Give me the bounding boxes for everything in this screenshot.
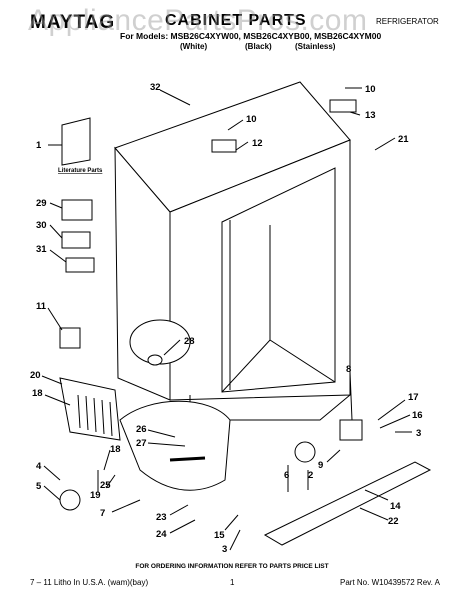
module [65, 257, 95, 273]
control-board [61, 231, 91, 249]
callout-12: 20 [30, 370, 41, 381]
callout-26: 7 [100, 508, 105, 519]
model-list: For Models: MSB26C4XYW00, MSB26C4XYB00, … [120, 31, 382, 41]
callout-4: 12 [252, 138, 263, 149]
callout-15: 17 [408, 392, 419, 403]
callout-31: 15 [214, 530, 225, 541]
literature-book [61, 117, 91, 166]
callout-8: 30 [36, 220, 47, 231]
callout-21: 4 [36, 461, 42, 472]
callout-2: 13 [365, 110, 376, 121]
callout-11: 28 [184, 336, 195, 347]
callout-27: 6 [284, 470, 289, 481]
leveling-rail [263, 461, 432, 546]
callout-28: 2 [308, 470, 313, 481]
callout-7: 29 [36, 198, 47, 209]
hinge-bracket [339, 419, 363, 441]
callout-9: 31 [36, 244, 47, 255]
brand-logo: MAYTAG [30, 12, 116, 33]
wheel-right [294, 441, 316, 463]
callout-1: 10 [365, 84, 376, 95]
valve [59, 327, 81, 349]
footer-part-number: Part No. W10439572 Rev. A [340, 578, 440, 587]
callout-13: 18 [32, 388, 43, 399]
cabinet-shell [114, 81, 351, 421]
page-title: CABINET PARTS [165, 12, 307, 29]
footer-page-number: 1 [230, 578, 235, 587]
variant-black: (Black) [245, 42, 272, 51]
callout-29: 23 [156, 512, 167, 523]
callout-5: 21 [398, 134, 409, 145]
footer-litho: 7 – 11 Litho In U.S.A. (wam)(bay) [30, 578, 149, 587]
cover-slots [77, 394, 113, 437]
callout-3: 10 [246, 114, 257, 125]
callout-20: 9 [318, 460, 323, 471]
grommet [147, 354, 163, 366]
top-hinge-right [329, 99, 357, 113]
wheel-left [59, 489, 81, 511]
callout-33: 14 [390, 501, 401, 512]
compressor-cover [59, 377, 121, 441]
tube [169, 456, 206, 462]
callout-19: 27 [136, 438, 147, 449]
literature-label: Literature Parts [58, 168, 103, 174]
callout-17: 3 [416, 428, 421, 439]
callout-30: 24 [156, 529, 167, 540]
callout-14: 8 [346, 364, 351, 375]
variant-stainless: (Stainless) [295, 42, 336, 51]
ordering-note: FOR ORDERING INFORMATION REFER TO PARTS … [135, 563, 329, 570]
callout-16: 16 [412, 410, 423, 421]
callout-25: 25 [100, 480, 111, 491]
leader-lines [41, 87, 412, 551]
callout-10: 11 [36, 301, 47, 312]
callout-22: 18 [110, 444, 121, 455]
watermark: AppliancePartsPros.com [28, 4, 368, 37]
callout-18: 26 [136, 424, 147, 435]
callout-0: 32 [150, 82, 161, 93]
top-hinge-left [211, 139, 237, 153]
callout-23: 5 [36, 481, 42, 492]
category-label: REFRIGERATOR [376, 17, 439, 26]
callout-34: 22 [388, 516, 399, 527]
filter-cover [61, 199, 93, 221]
callout-24: 19 [90, 490, 101, 501]
callout-32: 3 [222, 544, 227, 555]
variant-white: (White) [180, 42, 208, 51]
callout-6: 1 [36, 140, 42, 151]
base-panel [119, 400, 231, 491]
